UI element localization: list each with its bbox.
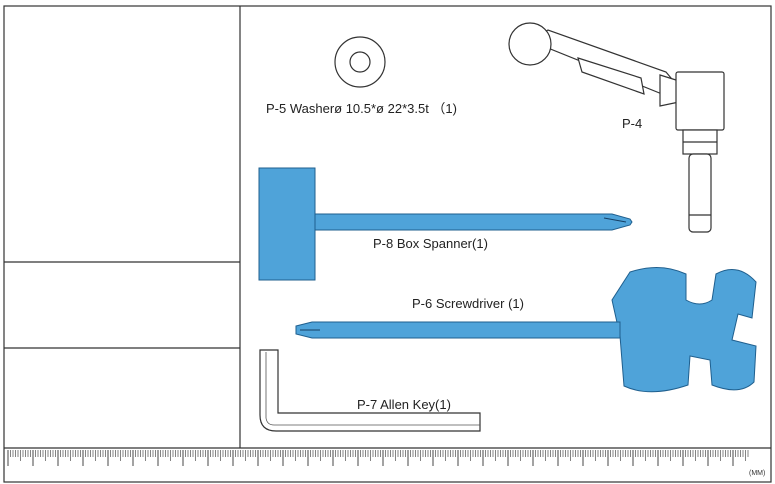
allen-key-label: P-7 Allen Key(1) bbox=[357, 397, 451, 412]
lever-handle-label: P-4 bbox=[622, 116, 643, 131]
lever-handle-part bbox=[508, 22, 725, 233]
ruler-unit-label: (MM) bbox=[749, 470, 766, 477]
measurement-ruler bbox=[7, 450, 749, 466]
screwdriver-part bbox=[295, 267, 757, 393]
screwdriver-label: P-6 Screwdriver (1) bbox=[412, 296, 524, 311]
box-spanner-part bbox=[258, 167, 633, 281]
washer-label: P-5 Washerø 10.5*ø 22*3.5t （1) bbox=[266, 101, 457, 116]
box-spanner-label: P-8 Box Spanner(1) bbox=[373, 236, 488, 251]
outer-border bbox=[3, 5, 772, 483]
washer-part bbox=[334, 36, 386, 88]
allen-key-part bbox=[259, 349, 481, 432]
